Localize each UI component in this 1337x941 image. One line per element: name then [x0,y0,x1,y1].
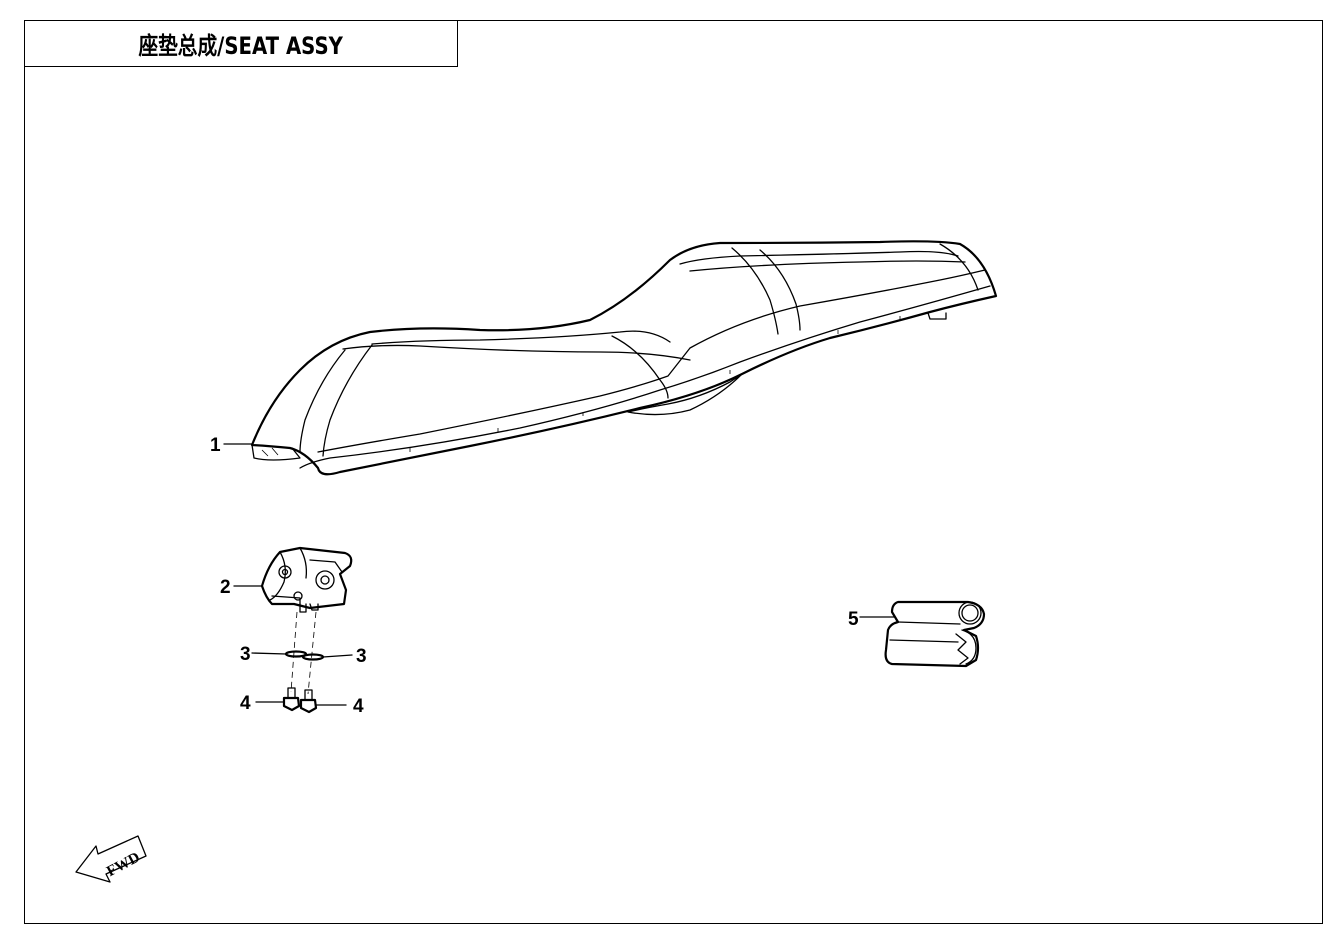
washer-part [284,650,325,661]
callout-5: 5 [848,609,859,630]
callout-1: 1 [210,435,221,456]
fwd-label: FWD [104,849,143,880]
bolt-part [282,687,318,714]
drawing-frame [24,20,1323,924]
callout-3b: 3 [356,646,367,667]
callout-4a: 4 [240,693,251,714]
seat-lock-part [260,546,353,613]
callout-2: 2 [220,577,231,598]
leader-line-3b [322,654,353,658]
forward-direction-arrow-icon: FWD [75,835,147,883]
leader-line-3a [251,652,287,655]
seat-part [250,240,998,476]
edge-trim-seal-part [884,600,986,668]
page-title: 座垫总成/SEAT ASSY [138,31,343,60]
title-block: 座垫总成/SEAT ASSY [24,20,458,67]
callout-3a: 3 [240,644,251,665]
callout-4b: 4 [353,696,364,717]
